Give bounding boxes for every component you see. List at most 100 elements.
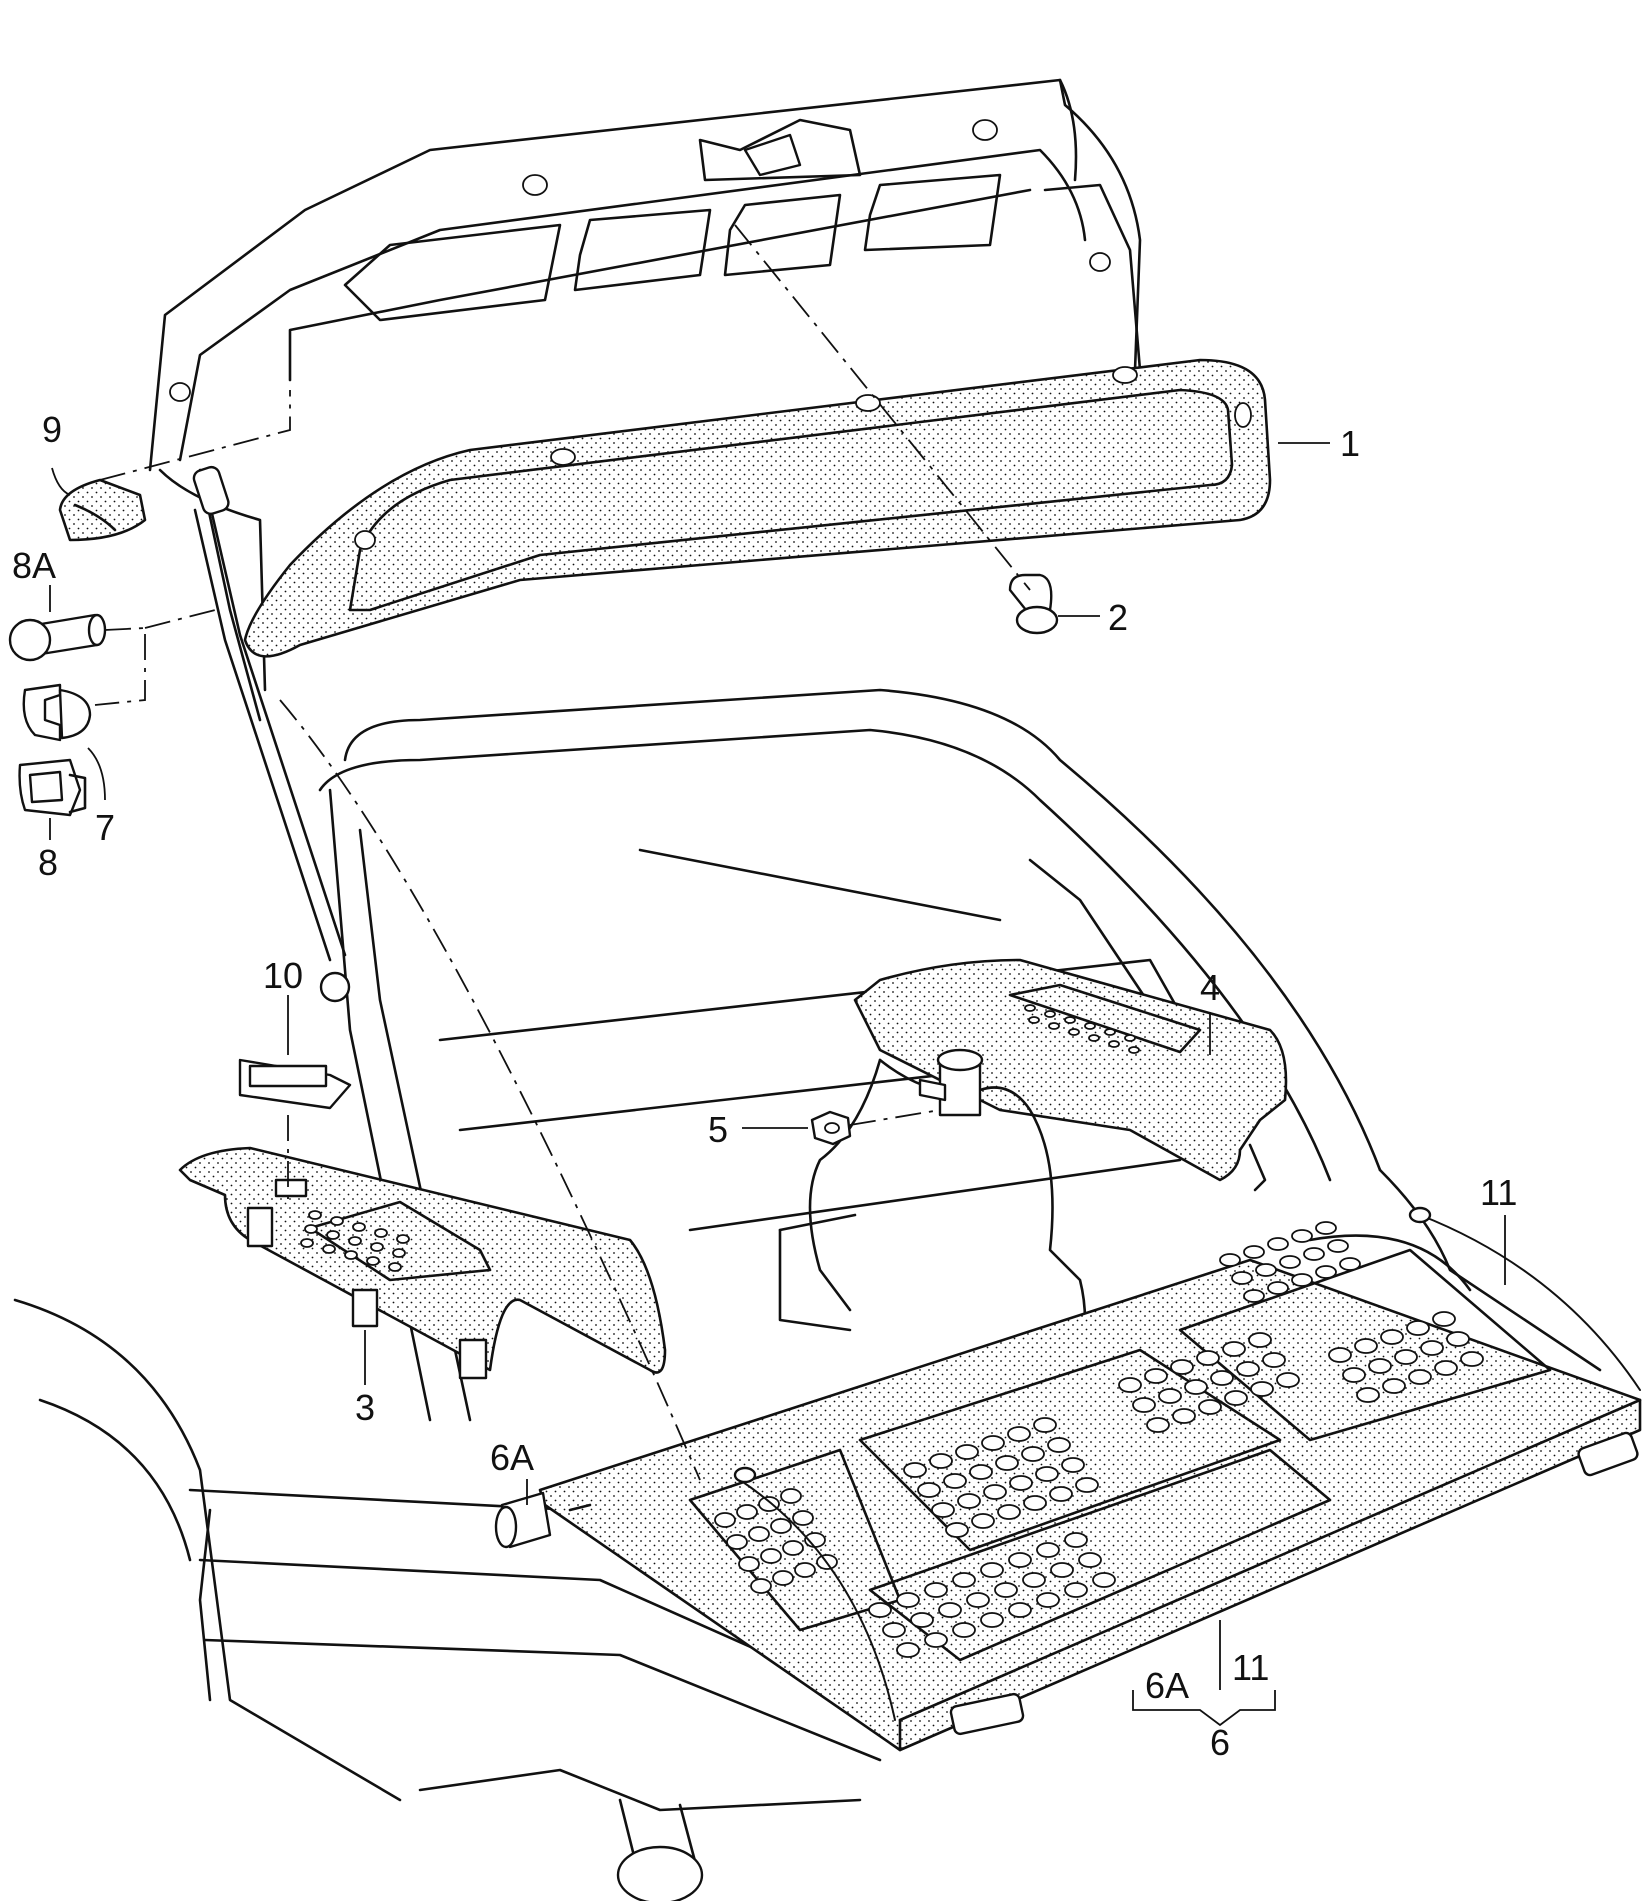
- dimple: [1009, 1475, 1033, 1491]
- dimple: [326, 1230, 340, 1240]
- label-3: 3: [355, 1387, 375, 1428]
- dimple: [1033, 1417, 1057, 1433]
- dimple: [396, 1234, 410, 1244]
- dimple: [917, 1482, 941, 1498]
- dimple: [1380, 1329, 1404, 1345]
- dimple: [1196, 1350, 1220, 1366]
- dimple: [952, 1622, 976, 1638]
- dimple: [945, 1522, 969, 1538]
- dimple: [1291, 1229, 1313, 1243]
- support-cord: [733, 1206, 1641, 1721]
- dimple: [1342, 1367, 1366, 1383]
- dimple: [1050, 1562, 1074, 1578]
- dimple: [952, 1572, 976, 1588]
- dimple: [1007, 1426, 1031, 1442]
- dimple: [1172, 1408, 1196, 1424]
- label-11-bottom: 11: [1232, 1647, 1269, 1688]
- dimple: [388, 1262, 402, 1272]
- dimple: [896, 1642, 920, 1658]
- dimple: [1222, 1341, 1246, 1357]
- hex-nut: [810, 1110, 852, 1146]
- dimple: [1356, 1387, 1380, 1403]
- dimple: [1382, 1378, 1406, 1394]
- label-6a-bottom: 6A: [1145, 1665, 1189, 1706]
- dimple: [374, 1228, 388, 1238]
- hardware-alignment-line: [94, 627, 146, 706]
- nut-alignment-line: [849, 1109, 941, 1126]
- dimple: [931, 1502, 955, 1518]
- lid-trim-panel: [243, 358, 1272, 658]
- dimple: [1048, 1022, 1060, 1030]
- label-8: 8: [38, 842, 58, 883]
- dimple: [1084, 1022, 1096, 1030]
- dimple: [1262, 1352, 1286, 1368]
- dimple: [1267, 1281, 1289, 1295]
- dimple: [983, 1484, 1007, 1500]
- dimple: [1008, 1552, 1032, 1568]
- dimple: [300, 1238, 314, 1248]
- dimple: [1198, 1399, 1222, 1415]
- dimple: [1219, 1253, 1241, 1267]
- dimple: [1184, 1379, 1208, 1395]
- dimple: [770, 1518, 792, 1534]
- dimple: [1022, 1572, 1046, 1588]
- dimple: [1236, 1361, 1260, 1377]
- dimple: [322, 1244, 336, 1254]
- dimple: [1124, 1034, 1136, 1042]
- dimple: [1128, 1046, 1140, 1054]
- label-2: 2: [1108, 597, 1128, 638]
- dimple: [366, 1256, 380, 1266]
- dimple: [955, 1444, 979, 1460]
- dimple: [981, 1435, 1005, 1451]
- dimple: [392, 1248, 406, 1258]
- left-side-trim: [178, 1146, 667, 1380]
- clip-7: [22, 683, 92, 742]
- dimple: [726, 1534, 748, 1550]
- dimple: [1279, 1255, 1301, 1269]
- dimple: [1255, 1263, 1277, 1277]
- dimple: [997, 1504, 1021, 1520]
- dimple: [903, 1462, 927, 1478]
- dimple: [1104, 1028, 1116, 1036]
- dimple: [1394, 1349, 1418, 1365]
- dimple: [1036, 1542, 1060, 1558]
- dimple: [1144, 1368, 1168, 1384]
- label-4: 4: [1200, 967, 1220, 1008]
- dimple: [370, 1242, 384, 1252]
- dimple: [352, 1222, 366, 1232]
- dimple: [758, 1496, 780, 1512]
- dimple: [760, 1548, 782, 1564]
- dimple: [1047, 1437, 1071, 1453]
- dimple: [995, 1455, 1019, 1471]
- dimple: [971, 1513, 995, 1529]
- gas-strut: [192, 465, 351, 1003]
- dimple: [738, 1556, 760, 1572]
- spare-wheel-well: [778, 1048, 1087, 1362]
- dimple: [966, 1592, 990, 1608]
- plug-6a: [494, 1491, 592, 1549]
- dimple: [1075, 1477, 1099, 1493]
- dimple: [304, 1224, 318, 1234]
- dimple: [1024, 1004, 1036, 1012]
- dimple: [782, 1540, 804, 1556]
- label-10: 10: [263, 955, 303, 996]
- dimple: [1224, 1390, 1248, 1406]
- dimple: [1061, 1457, 1085, 1473]
- dimple: [1243, 1289, 1265, 1303]
- label-1: 1: [1340, 423, 1360, 464]
- dimple: [1021, 1446, 1045, 1462]
- dimple: [1108, 1040, 1120, 1048]
- dimple: [1064, 1582, 1088, 1598]
- dimple: [1354, 1338, 1378, 1354]
- dimple: [1408, 1369, 1432, 1385]
- dimple: [714, 1512, 736, 1528]
- dimple: [924, 1582, 948, 1598]
- dimple: [1170, 1359, 1194, 1375]
- label-8a: 8A: [12, 545, 56, 586]
- label-7: 7: [95, 807, 115, 848]
- cover-alignment-line: [279, 699, 701, 1481]
- dimple: [1434, 1360, 1458, 1376]
- dimple: [882, 1622, 906, 1638]
- dimple: [969, 1464, 993, 1480]
- dimple: [1092, 1572, 1116, 1588]
